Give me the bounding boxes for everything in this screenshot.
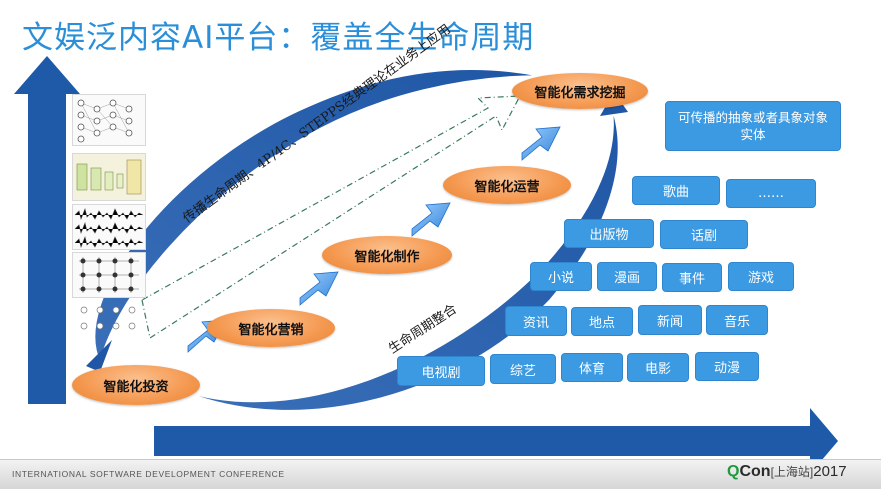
entity-comic: 漫画 bbox=[597, 262, 657, 291]
entity-music: 音乐 bbox=[706, 305, 768, 335]
entity-news: 新闻 bbox=[638, 305, 702, 335]
lstm-grid-diagram-icon bbox=[72, 252, 146, 298]
entity-description-box: 可传播的抽象或者具象对象实体 bbox=[665, 101, 841, 151]
stage-investment: 智能化投资 bbox=[72, 365, 200, 405]
entity-ellipsis: …… bbox=[726, 179, 816, 208]
entity-sports: 体育 bbox=[561, 353, 623, 382]
vertical-arrow bbox=[14, 56, 80, 404]
entity-movie: 电影 bbox=[627, 353, 689, 382]
cycle-swoosh-top-head bbox=[86, 340, 112, 372]
footer-bar bbox=[0, 459, 881, 489]
entity-info: 资讯 bbox=[505, 306, 567, 336]
neural-network-diagram-icon bbox=[72, 94, 146, 146]
entity-novel: 小说 bbox=[530, 262, 592, 291]
cnn-layers-diagram-icon bbox=[72, 153, 146, 201]
neural-network-diagram-icon bbox=[72, 300, 144, 344]
slide-title: 文娱泛内容AI平台：覆盖全生命周期 bbox=[22, 20, 535, 56]
stage-production: 智能化制作 bbox=[322, 236, 452, 274]
entity-event: 事件 bbox=[662, 263, 722, 292]
logo-q: Q bbox=[727, 463, 740, 480]
waveform-chart-icon bbox=[72, 204, 146, 250]
logo-con: Con bbox=[739, 463, 771, 480]
entity-song: 歌曲 bbox=[632, 176, 720, 205]
stage-demand-mining: 智能化需求挖掘 bbox=[512, 73, 648, 109]
dashed-diagonal-arrow bbox=[141, 95, 522, 339]
vertical-arrow-label: 依托DeepDriver不断深入AI bbox=[38, 140, 60, 382]
stage-operation: 智能化运营 bbox=[443, 166, 571, 204]
horizontal-arrow-label: 贯通多文本、全生命周期上下游数据网络体系 bbox=[363, 434, 723, 455]
entity-variety: 综艺 bbox=[490, 354, 556, 384]
qcon-logo: QCon[上海站]2017 bbox=[727, 463, 847, 481]
entity-place: 地点 bbox=[571, 307, 633, 336]
entity-tv-series: 电视剧 bbox=[397, 356, 485, 386]
entity-anime: 动漫 bbox=[695, 352, 759, 381]
logo-location: [上海站] bbox=[770, 465, 814, 479]
horizontal-arrow bbox=[154, 408, 838, 474]
logo-year: 2017 bbox=[813, 463, 847, 480]
entity-game: 游戏 bbox=[728, 262, 794, 291]
conference-name: INTERNATIONAL SOFTWARE DEVELOPMENT CONFE… bbox=[12, 469, 285, 479]
entity-drama: 话剧 bbox=[660, 220, 748, 249]
stage-marketing: 智能化营销 bbox=[207, 309, 335, 347]
entity-publication: 出版物 bbox=[564, 219, 654, 248]
